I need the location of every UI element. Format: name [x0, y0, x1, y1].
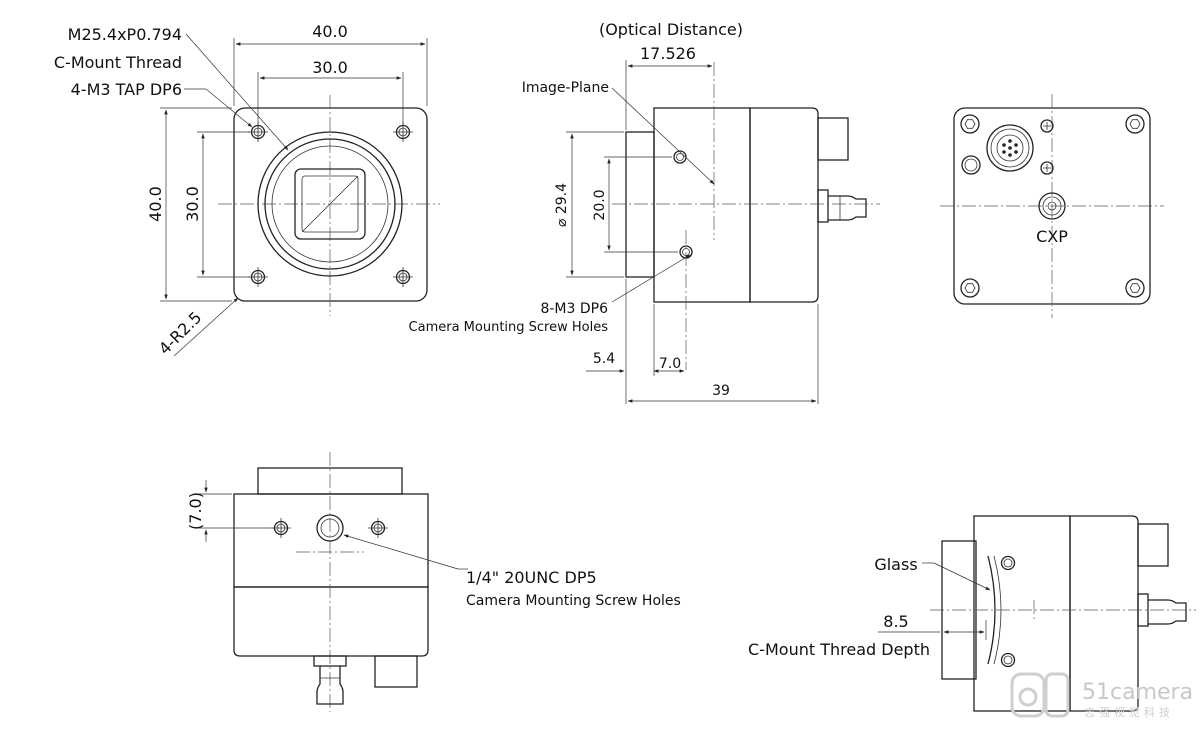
side-screw-desc: Camera Mounting Screw Holes	[409, 320, 609, 335]
rear-hex-screw	[1125, 278, 1145, 298]
phillips-screw	[1040, 119, 1054, 133]
cxp-label: CXP	[1036, 227, 1068, 246]
dim-height-inner: 30.0	[183, 186, 202, 222]
thread-name: C-Mount Thread	[54, 53, 182, 72]
rear-hex-screw	[960, 114, 980, 134]
front-body	[233, 107, 428, 302]
power-io-connector	[986, 124, 1034, 172]
section-body-front	[973, 515, 1071, 712]
cxp-connector	[1038, 192, 1066, 220]
thread-depth-value: 8.5	[883, 612, 908, 631]
section-screw-hole	[1000, 555, 1016, 571]
bottom-cxp-plug	[313, 655, 347, 705]
side-screw-hole	[673, 150, 687, 164]
side-body-front	[653, 107, 751, 303]
tripod-screw-spec: 1/4" 20UNC DP5	[466, 568, 597, 587]
phillips-screw	[1040, 161, 1054, 175]
sensor-window-outer	[294, 168, 366, 240]
bottom-connector	[374, 655, 418, 688]
bottom-offset: (7.0)	[186, 492, 205, 530]
screw-offset: 7.0	[659, 356, 681, 372]
side-cxp-plug	[817, 189, 867, 223]
optical-distance-value: 17.526	[640, 44, 696, 63]
glass-element	[987, 555, 996, 665]
watermark: 51camera 志强视觉科技	[1010, 672, 1193, 719]
status-led	[961, 155, 981, 175]
dim-height-outer: 40.0	[146, 186, 165, 222]
side-view: (Optical Distance) 17.526 Image-Plane ⌀ …	[409, 20, 880, 404]
rear-view: CXP	[940, 94, 1164, 318]
tripod-hole	[316, 514, 344, 542]
thread-depth-label: C-Mount Thread Depth	[748, 640, 930, 659]
section-connector-top	[1137, 523, 1169, 567]
watermark-brand: 51camera	[1082, 680, 1193, 705]
optical-distance-label: (Optical Distance)	[599, 20, 743, 39]
tripod-screw-desc: Camera Mounting Screw Holes	[466, 593, 681, 609]
side-connector-top	[817, 117, 849, 161]
bottom-view: (7.0) 1/4" 20UNC DP5 Camera Mounting Scr…	[186, 452, 681, 712]
total-length: 39	[712, 383, 730, 399]
thread-spec: M25.4xP0.794	[68, 25, 182, 44]
front-view: 40.0 30.0 40.0 30.0 M25.4xP0.794 C-Mount…	[54, 22, 440, 358]
watermark-subtitle: 志强视觉科技	[1084, 705, 1174, 719]
dim-width-outer: 40.0	[312, 22, 348, 41]
c-mount-ring-outer	[257, 131, 403, 277]
tap-spec: 4-M3 TAP DP6	[71, 80, 182, 99]
watermark-logo-icon	[1010, 672, 1070, 718]
rear-hex-screw	[960, 278, 980, 298]
glass-label: Glass	[874, 555, 917, 574]
sensor-window-inner	[301, 175, 359, 233]
flange-length: 5.4	[593, 351, 615, 367]
lens-mount	[625, 131, 655, 278]
section-view: Glass 8.5 C-Mount Thread Depth	[748, 515, 1196, 712]
rear-hex-screw	[1125, 114, 1145, 134]
section-screw-hole	[1000, 652, 1016, 668]
side-screw-spec: 8-M3 DP6	[540, 301, 608, 317]
image-plane-label: Image-Plane	[522, 80, 609, 96]
diameter-value: ⌀ 29.4	[554, 183, 570, 227]
inner-height-value: 20.0	[592, 189, 608, 220]
dim-width-inner: 30.0	[312, 58, 348, 77]
